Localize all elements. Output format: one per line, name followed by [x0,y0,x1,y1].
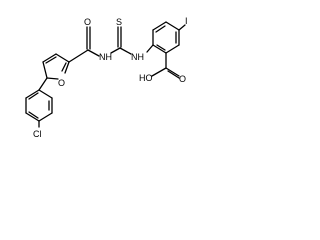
chemical-structure-canvas: O O NH S NH I Cl HO O [0,0,204,147]
chlorophenyl-ring [25,89,53,128]
iodine-label: I [185,16,188,26]
chlorine-label: Cl [33,129,42,139]
thiourea-linker [110,26,132,55]
furan-ring [42,53,70,80]
benzoic-acid-ring [146,21,186,54]
ring-oxygen-label: O [58,78,65,88]
acid-carbonyl-oxygen-label: O [179,74,186,84]
carbonyl-oxygen-label: O [84,17,91,27]
thiourea-nh-label: NH [131,52,144,62]
hydroxyl-label: HO [139,73,153,83]
molecule-drawing: O O NH S NH I Cl HO O [25,16,188,139]
phenyl-furan-bond [38,77,48,91]
carboxylic-acid-group [151,52,180,79]
thio-sulfur-label: S [116,17,122,27]
amide-nh-label: NH [99,52,112,62]
amide-carbonyl [68,26,100,63]
